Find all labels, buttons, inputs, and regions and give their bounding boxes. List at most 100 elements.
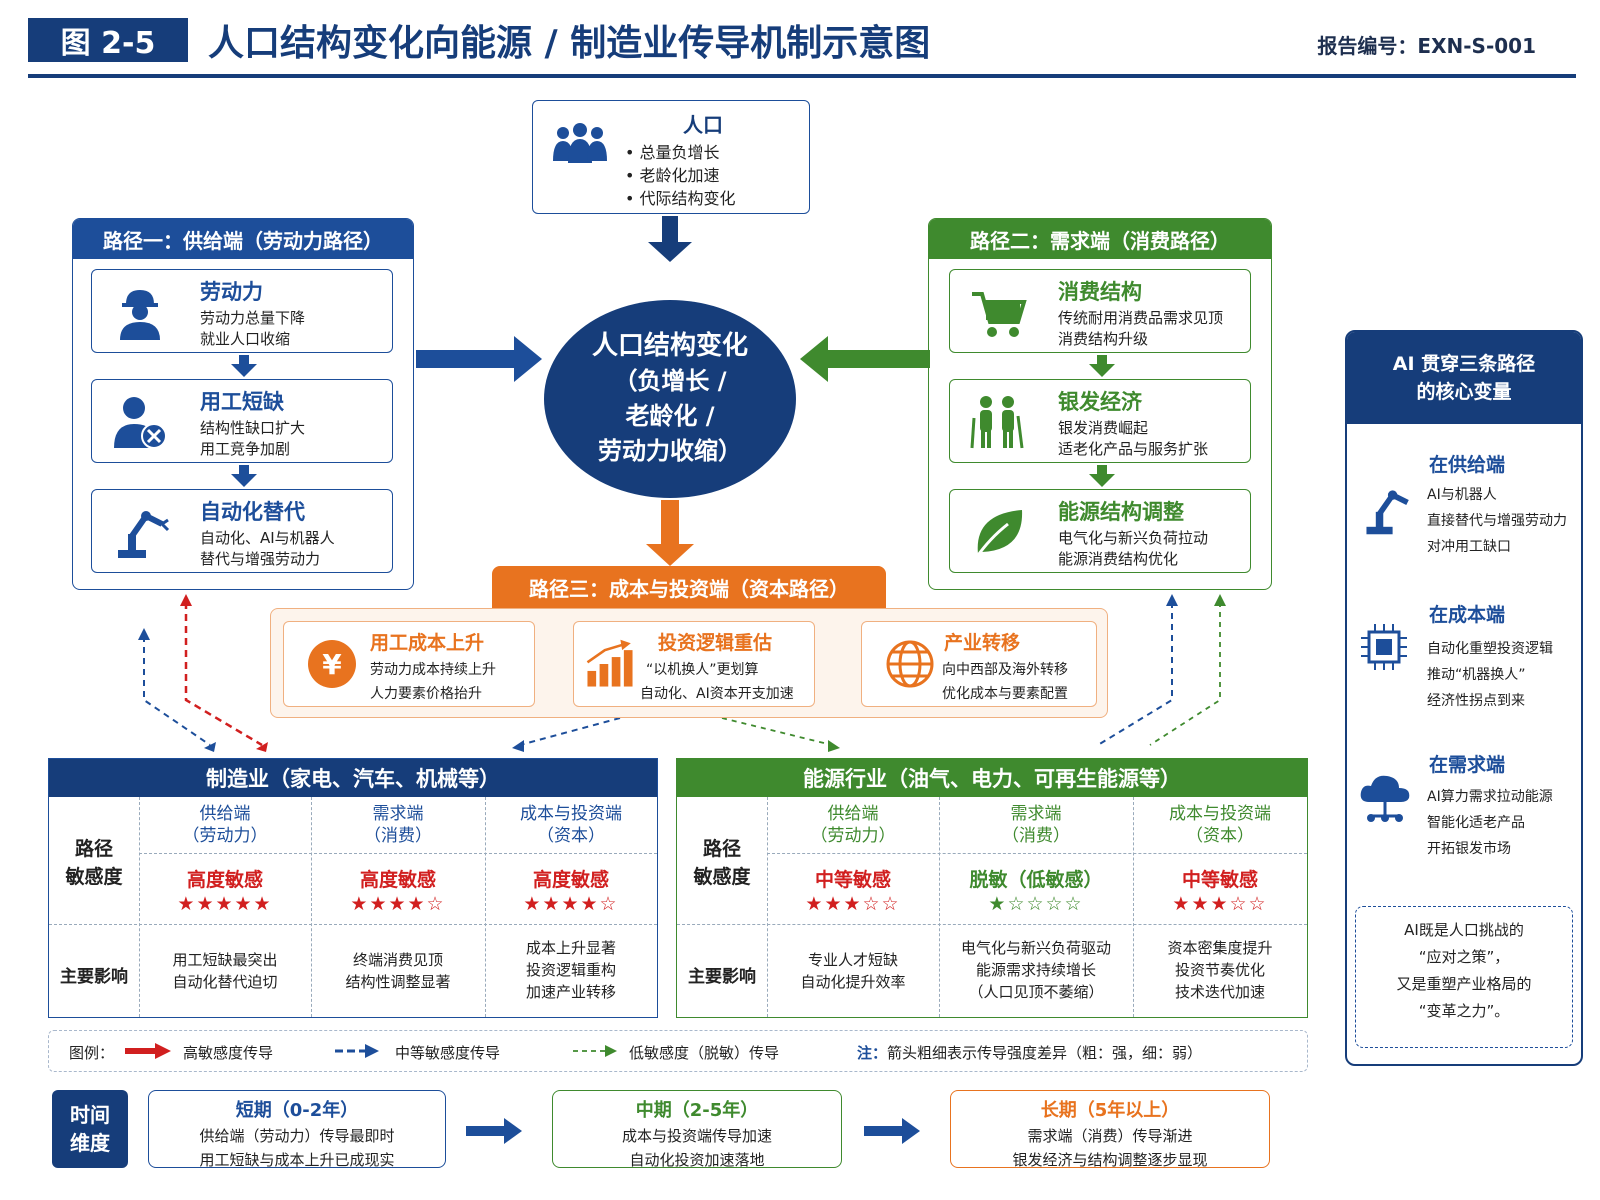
arrow-head bbox=[138, 628, 150, 640]
transmission-medium bbox=[1097, 602, 1173, 746]
stage-title: 短期（0-2年） bbox=[235, 1100, 359, 1121]
stage-title: 长期（5年以上） bbox=[1040, 1100, 1180, 1121]
transmission-high bbox=[184, 602, 263, 747]
sensitivity-level: 脱敏（低敏感） bbox=[969, 869, 1103, 891]
stage-title: 中期（2-5年） bbox=[635, 1100, 759, 1121]
manufacturing-table: 制造业（家电、汽车、机械等） 路径敏感度 主要影响 供给端（劳动力） 高度敏感 … bbox=[48, 758, 658, 1018]
sensitivity-level: 中等敏感 bbox=[814, 869, 891, 891]
item-title: 能源结构调整 bbox=[1058, 500, 1184, 524]
arrow-head bbox=[256, 742, 268, 752]
item-title: 自动化替代 bbox=[200, 500, 305, 524]
path2-title: 路径二：需求端（消费路径） bbox=[929, 219, 1271, 259]
star-rating: ★★★☆☆ bbox=[805, 893, 901, 915]
ai-panel-title: AI 贯穿三条路径的核心变量 bbox=[1347, 332, 1581, 424]
column-head: 成本与投资端（资本） bbox=[520, 804, 622, 846]
item-line: 替代与增强劳动力 bbox=[200, 550, 321, 568]
legend-label: 图例： bbox=[69, 1044, 115, 1062]
column-head: 需求端（消费） bbox=[1002, 804, 1070, 846]
sensitivity-level: 中等敏感 bbox=[1181, 869, 1258, 891]
center-line: （负增长 / bbox=[613, 367, 727, 395]
stage-line: 用工短缺与成本上升已成现实 bbox=[199, 1151, 395, 1169]
star-rating: ★★★★☆ bbox=[350, 893, 446, 915]
center-line: 人口结构变化 bbox=[591, 331, 748, 361]
legend-note: 箭头粗细表示传导强度差异（粗：强，细：弱） bbox=[887, 1044, 1203, 1062]
item-title: 投资逻辑重估 bbox=[658, 632, 773, 654]
stage-line: 需求端（消费）传导渐进 bbox=[1027, 1127, 1193, 1145]
item-line: 劳动力成本持续上升 bbox=[370, 662, 496, 678]
arrow-head bbox=[800, 336, 828, 382]
star-rating: ★★★★☆ bbox=[523, 893, 619, 915]
sensitivity-level: 高度敏感 bbox=[359, 869, 436, 891]
path2-item: 消费结构 传统耐用消费品需求见顶 消费结构升级 bbox=[949, 269, 1251, 353]
arrow-head bbox=[512, 740, 524, 752]
leaf-icon bbox=[974, 510, 1023, 559]
transmission-medium bbox=[143, 636, 211, 746]
arrow-timeline bbox=[466, 1126, 506, 1136]
item-line: 适老化产品与服务扩张 bbox=[1058, 440, 1209, 458]
item-line: 优化成本与要素配置 bbox=[942, 686, 1068, 702]
impact-text: 资本密集度提升投资节奏优化技术迭代加速 bbox=[1167, 939, 1273, 1001]
item-title: 劳动力 bbox=[200, 280, 263, 304]
item-line: 银发消费崛起 bbox=[1058, 419, 1149, 437]
row-label: 主要影响 bbox=[688, 967, 756, 987]
item-line: 能源消费结构优化 bbox=[1058, 550, 1179, 568]
legend-high-arrow bbox=[125, 1043, 171, 1059]
path2-item: 银发经济 银发消费崛起 适老化产品与服务扩张 bbox=[949, 379, 1251, 463]
sensitivity-level: 高度敏感 bbox=[186, 869, 263, 891]
ai-section-line: 直接替代与增强劳动力 bbox=[1427, 513, 1567, 529]
legend-note-label: 注： bbox=[857, 1044, 888, 1062]
path3-panel: ¥ 用工成本上升 劳动力成本持续上升 人力要素价格抬升 投资逻辑重估 “以机换人… bbox=[270, 608, 1108, 718]
growth-chart-icon bbox=[586, 639, 633, 687]
path1-item: 劳动力 劳动力总量下降 就业人口收缩 bbox=[91, 269, 393, 353]
ai-section-line: 开拓银发市场 bbox=[1427, 841, 1511, 857]
ai-section-title: 在供给端 bbox=[1429, 454, 1506, 476]
down-arrow bbox=[1089, 355, 1115, 377]
star-rating: ★★★★★ bbox=[177, 893, 273, 915]
page-title: 人口结构变化向能源 / 制造业传导机制示意图 bbox=[208, 23, 931, 64]
down-arrow bbox=[231, 355, 257, 377]
svg-text:¥: ¥ bbox=[322, 648, 342, 681]
arrow-head bbox=[1166, 594, 1178, 606]
arrow-head bbox=[514, 336, 542, 382]
arrow-head bbox=[1214, 594, 1226, 606]
ai-panel: AI 贯穿三条路径的核心变量 在供给端 AI与机器人 直接替代与增强劳动力 对冲… bbox=[1345, 330, 1583, 1066]
elderly-icon bbox=[970, 396, 1024, 449]
time-dimension-label: 时间维度 bbox=[52, 1090, 128, 1168]
arrow-center-to-path3 bbox=[661, 500, 679, 546]
arrow-timeline bbox=[864, 1126, 904, 1136]
ai-section-line: AI算力需求拉动能源 bbox=[1427, 789, 1553, 805]
arrow-path1-to-center bbox=[416, 350, 516, 368]
path1-panel: 路径一：供给端（劳动力路径） 劳动力 劳动力总量下降 就业人口收缩 用工短缺 结… bbox=[72, 218, 414, 590]
ai-section-line: AI与机器人 bbox=[1427, 487, 1497, 503]
column-head: 供给端（劳动力） bbox=[182, 804, 268, 846]
path2-item: 能源结构调整 电气化与新兴负荷拉动 能源消费结构优化 bbox=[949, 489, 1251, 573]
impact-text: 成本上升显著投资逻辑重构加速产业转移 bbox=[525, 939, 616, 1001]
user-x-icon bbox=[114, 397, 167, 449]
legend-low-arrow bbox=[573, 1045, 617, 1057]
population-box: 人口 • 总量负增长 • 老龄化加速 • 代际结构变化 bbox=[532, 100, 810, 214]
star-rating: ★★★☆☆ bbox=[1172, 893, 1268, 915]
row-label: 主要影响 bbox=[60, 967, 128, 987]
star-rating: ★☆☆☆☆ bbox=[988, 893, 1084, 915]
arrow-head bbox=[204, 742, 216, 752]
legend-high: 高敏感度传导 bbox=[183, 1044, 274, 1062]
manufacturing-title: 制造业（家电、汽车、机械等） bbox=[49, 759, 657, 797]
ai-section-line: 智能化适老产品 bbox=[1427, 815, 1525, 831]
robot-arm-icon bbox=[1366, 490, 1409, 535]
ai-section-line: 经济性拐点到来 bbox=[1427, 693, 1525, 709]
legend-medium: 中等敏感度传导 bbox=[395, 1044, 501, 1062]
center-line: 劳动力收缩） bbox=[598, 437, 742, 465]
ai-section-line: 推动“机器换人” bbox=[1427, 667, 1526, 683]
energy-title: 能源行业（油气、电力、可再生能源等） bbox=[677, 759, 1307, 797]
item-line: 人力要素价格抬升 bbox=[370, 686, 482, 702]
arrow-head bbox=[504, 1118, 522, 1144]
item-line: 自动化、AI与机器人 bbox=[200, 529, 335, 547]
population-bullet: • 总量负增长 bbox=[625, 143, 720, 162]
item-line: 用工竞争加剧 bbox=[200, 440, 291, 458]
robot-arm-icon bbox=[118, 511, 170, 558]
item-title: 消费结构 bbox=[1058, 280, 1142, 304]
impact-text: 用工短缺最突出自动化替代迫切 bbox=[172, 951, 278, 991]
population-bullet: • 老龄化加速 bbox=[625, 166, 720, 185]
transmission-medium bbox=[519, 717, 621, 746]
figure-label: 图 2-5 bbox=[28, 18, 188, 62]
